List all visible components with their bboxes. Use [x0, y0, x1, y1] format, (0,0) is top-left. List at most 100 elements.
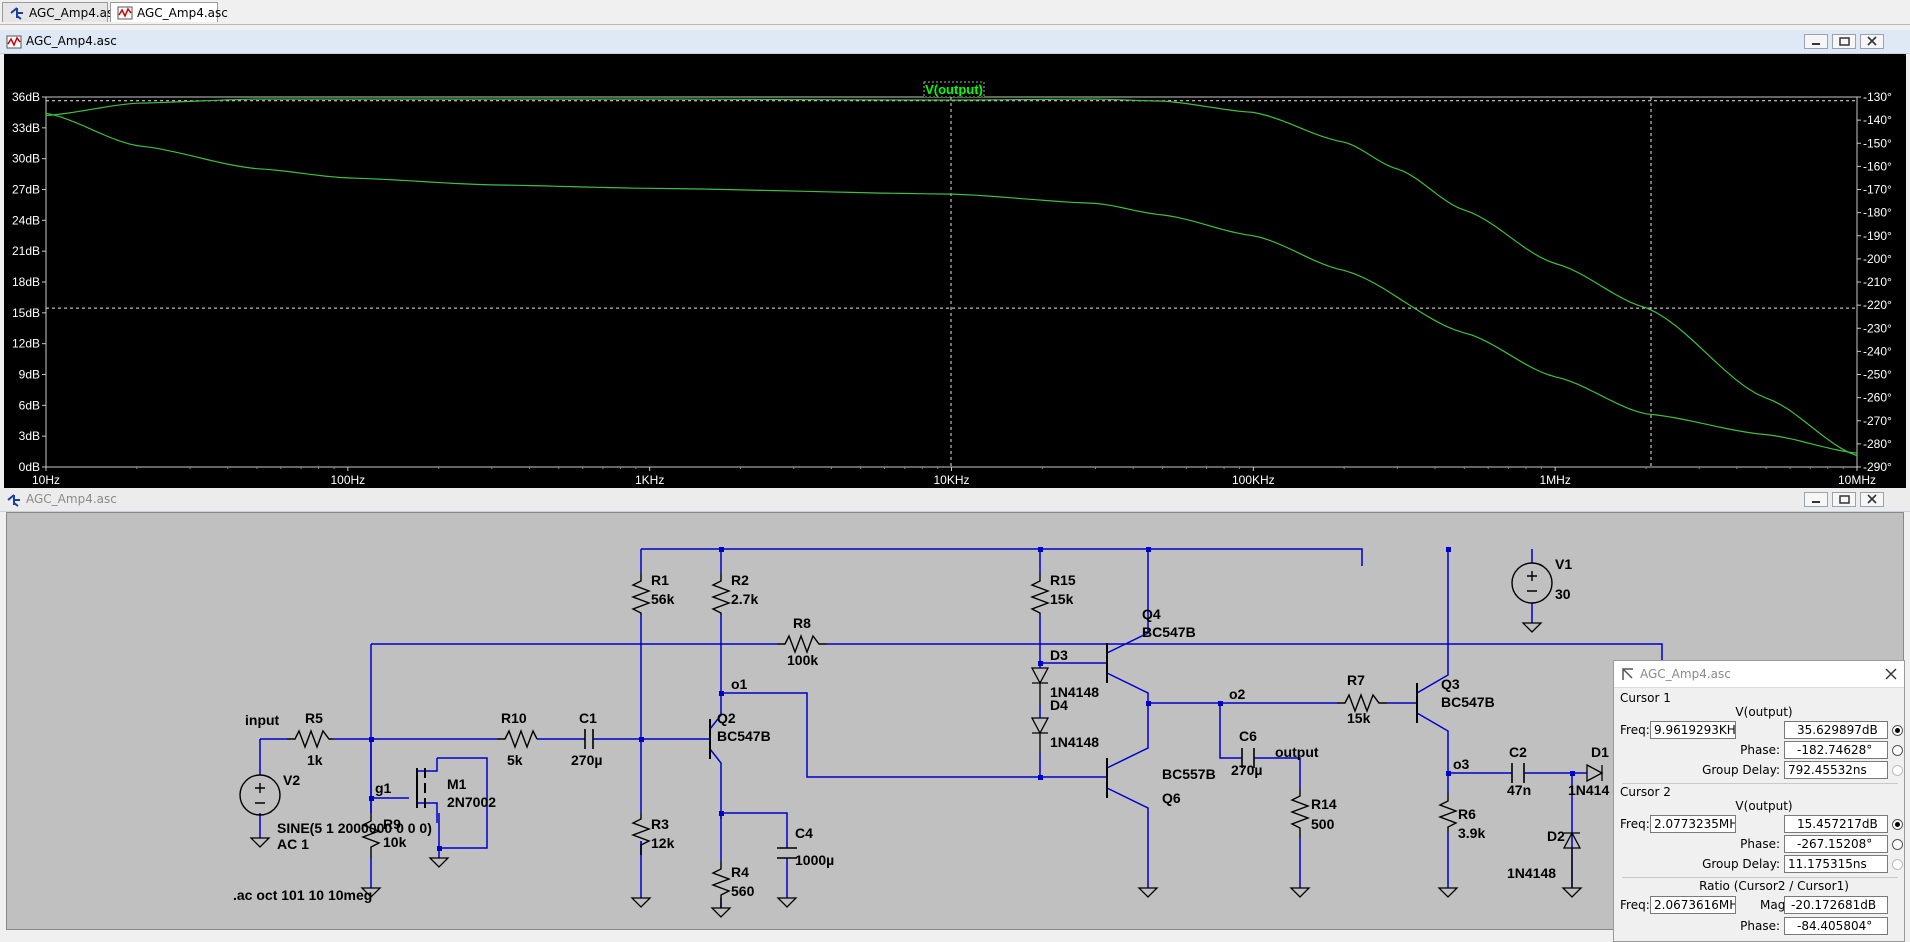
- cursor2-mag-radio[interactable]: [1892, 819, 1903, 830]
- cursor2-phase-field[interactable]: -267.15208°: [1784, 835, 1888, 853]
- schematic-label-C2v[interactable]: 47n: [1507, 782, 1531, 798]
- schematic-drawing[interactable]: R156kR22.7kR312kR4560R51kR63.9kR715kR810…: [7, 513, 1904, 930]
- schematic-label-R8v[interactable]: 100k: [787, 652, 818, 668]
- schematic-label-D2v[interactable]: 1N4148: [1507, 865, 1556, 881]
- schematic-label-neto1[interactable]: o1: [731, 676, 748, 692]
- schematic-label-D1v[interactable]: 1N414: [1568, 782, 1609, 798]
- cursor2-freq-field[interactable]: 2.0773235MHz: [1650, 815, 1736, 833]
- schematic-label-C6v[interactable]: 270µ: [1231, 762, 1262, 778]
- plot-window-titlebar[interactable]: AGC_Amp4.asc: [0, 30, 1910, 54]
- schematic-window-titlebar[interactable]: AGC_Amp4.asc: [0, 488, 1910, 512]
- schematic-label-C4[interactable]: C4: [795, 825, 813, 841]
- cursor1-freq-field[interactable]: 9.9619293KHz: [1650, 721, 1736, 739]
- trace-label[interactable]: V(output): [925, 82, 983, 97]
- schematic-label-V1[interactable]: V1: [1555, 556, 1572, 572]
- close-icon[interactable]: [1884, 667, 1898, 681]
- schematic-label-V2v[interactable]: SINE(5 1 2000000 0 0 0): [277, 820, 432, 836]
- resistor-R6: [1438, 793, 1458, 833]
- schematic-label-C1v[interactable]: 270µ: [571, 752, 602, 768]
- close-button[interactable]: [1860, 492, 1884, 507]
- tab-waveform[interactable]: AGC_Amp4.asc: [110, 2, 228, 22]
- cursor-readout-window[interactable]: AGC_Amp4.asc Cursor 1 V(output) Freq: 9.…: [1613, 660, 1905, 942]
- schematic-label-neto3[interactable]: o3: [1453, 756, 1470, 772]
- schematic-label-V2ac[interactable]: AC 1: [277, 836, 309, 852]
- cursor2-gd-radio[interactable]: [1892, 859, 1903, 870]
- schematic-label-R6[interactable]: R6: [1458, 806, 1476, 822]
- schematic-label-R2[interactable]: R2: [731, 572, 749, 588]
- schematic-label-V2[interactable]: V2: [283, 772, 300, 788]
- schematic-label-D2[interactable]: D2: [1547, 828, 1565, 844]
- close-button[interactable]: [1860, 34, 1884, 49]
- schematic-label-M1[interactable]: M1: [447, 776, 467, 792]
- cursor1-mag-radio[interactable]: [1892, 725, 1903, 736]
- minimize-button[interactable]: [1804, 492, 1828, 507]
- schematic-label-D3v[interactable]: 1N4148: [1050, 684, 1099, 700]
- schematic-label-Q4[interactable]: Q4: [1142, 606, 1161, 622]
- schematic-label-R4v[interactable]: 560: [731, 883, 755, 899]
- schematic-label-Q3[interactable]: Q3: [1441, 676, 1460, 692]
- cursor2-gd-field[interactable]: 11.175315ns: [1784, 855, 1888, 873]
- schematic-label-dir[interactable]: .ac oct 101 10 10meg: [233, 887, 372, 903]
- schematic-label-D4[interactable]: D4: [1050, 697, 1068, 713]
- schematic-label-R6v[interactable]: 3.9k: [1458, 825, 1485, 841]
- cursor2-mag-field[interactable]: 15.457217dB: [1784, 815, 1888, 833]
- schematic-label-R1[interactable]: R1: [651, 572, 669, 588]
- schematic-label-R15[interactable]: R15: [1050, 572, 1076, 588]
- schematic-label-R10v[interactable]: 5k: [507, 752, 523, 768]
- schematic-label-R14[interactable]: R14: [1311, 796, 1337, 812]
- schematic-label-netg1[interactable]: g1: [375, 780, 392, 796]
- tab-schematic[interactable]: AGC_Amp4.asc: [2, 2, 120, 22]
- schematic-label-D1[interactable]: D1: [1591, 744, 1609, 760]
- cursor1-phase-radio[interactable]: [1892, 745, 1903, 756]
- schematic-label-D3[interactable]: D3: [1050, 647, 1068, 663]
- schematic-label-netin[interactable]: input: [245, 712, 280, 728]
- maximize-button[interactable]: [1832, 34, 1856, 49]
- ratio-freq-field[interactable]: 2.0673616MHz: [1650, 896, 1736, 914]
- schematic-label-R9[interactable]: R9: [383, 816, 401, 832]
- schematic-label-C2[interactable]: C2: [1509, 744, 1527, 760]
- cursor1-gd-field[interactable]: 792.45532ns: [1784, 761, 1888, 779]
- schematic-label-R1v[interactable]: 56k: [651, 591, 675, 607]
- schematic-label-C4v[interactable]: 1000µ: [795, 852, 834, 868]
- schematic-label-D4v[interactable]: 1N4148: [1050, 734, 1099, 750]
- schematic-label-R3v[interactable]: 12k: [651, 835, 675, 851]
- minimize-button[interactable]: [1804, 34, 1828, 49]
- cursor1-gd-radio[interactable]: [1892, 765, 1903, 776]
- cursor1-mag-field[interactable]: 35.629897dB: [1784, 721, 1888, 739]
- schematic-label-netout[interactable]: output: [1275, 744, 1319, 760]
- schematic-label-Q6[interactable]: Q6: [1162, 790, 1181, 806]
- schematic-label-R2v[interactable]: 2.7k: [731, 591, 758, 607]
- schematic-label-Q2v[interactable]: BC547B: [717, 728, 771, 744]
- maximize-button[interactable]: [1832, 492, 1856, 507]
- cursor1-phase-field[interactable]: -182.74628°: [1784, 741, 1888, 759]
- schematic-label-M1v[interactable]: 2N7002: [447, 794, 496, 810]
- schematic-label-neto2[interactable]: o2: [1229, 686, 1246, 702]
- bode-plot[interactable]: 36dB33dB30dB27dB24dB21dB18dB15dB12dB9dB6…: [4, 54, 1906, 502]
- schematic-label-R5[interactable]: R5: [305, 710, 323, 726]
- ratio-phase-field[interactable]: -84.405804°: [1784, 917, 1888, 935]
- schematic-label-Q6v[interactable]: BC557B: [1162, 766, 1216, 782]
- schematic-label-R5v[interactable]: 1k: [307, 752, 323, 768]
- schematic-label-R10[interactable]: R10: [501, 710, 527, 726]
- schematic-label-R4[interactable]: R4: [731, 864, 749, 880]
- schematic-label-R8[interactable]: R8: [793, 615, 811, 631]
- schematic-label-R7v[interactable]: 15k: [1347, 710, 1371, 726]
- schematic-label-C6[interactable]: C6: [1239, 728, 1257, 744]
- schematic-label-R3[interactable]: R3: [651, 816, 669, 832]
- trace-label-box[interactable]: [923, 81, 985, 98]
- ratio-mag-field[interactable]: -20.172681dB: [1784, 896, 1888, 914]
- schematic-label-Q3v[interactable]: BC547B: [1441, 694, 1495, 710]
- schematic-label-Q2[interactable]: Q2: [717, 710, 736, 726]
- schematic-label-C1[interactable]: C1: [579, 710, 597, 726]
- schematic-label-R14v[interactable]: 500: [1311, 816, 1335, 832]
- cursor2-phase-radio[interactable]: [1892, 839, 1903, 850]
- schematic-label-R7[interactable]: R7: [1347, 672, 1365, 688]
- schematic-label-V1v[interactable]: 30: [1555, 586, 1571, 602]
- schematic-label-R15v[interactable]: 15k: [1050, 591, 1074, 607]
- cursor-window-titlebar[interactable]: AGC_Amp4.asc: [1614, 661, 1904, 688]
- schematic-label-Q4v[interactable]: BC547B: [1142, 624, 1196, 640]
- schematic-label-R9v[interactable]: 10k: [383, 834, 407, 850]
